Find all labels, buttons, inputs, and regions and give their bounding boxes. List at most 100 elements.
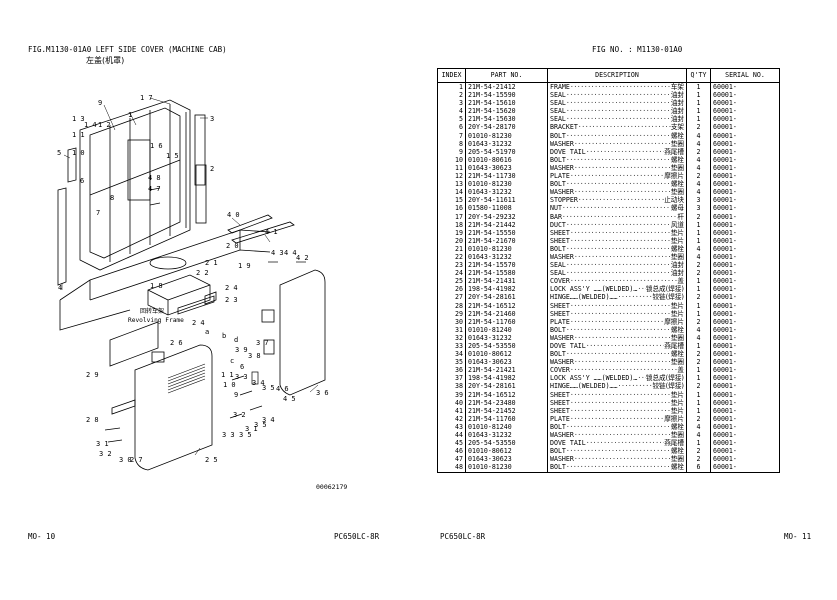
col-header-qty: Q'TY (686, 68, 711, 83)
cell-description: PLATE···································… (547, 414, 687, 423)
description-en: BOLT (550, 447, 566, 456)
leader-dots: ········································… (573, 188, 671, 197)
description-cn: 垫圈 (670, 188, 684, 197)
cell-part-no: 01643-30623 (465, 163, 548, 173)
col-header-part-no: PART NO. (465, 68, 548, 83)
cell-part-no: 21M-54-21431 (465, 277, 548, 286)
description-en: PLATE (550, 172, 570, 181)
callout-c: c (230, 357, 235, 365)
cell-index: 17 (437, 212, 466, 221)
cell-part-no: 21M-54-21460 (465, 309, 548, 318)
cell-index: 8 (437, 139, 466, 148)
description-en: SHEET (550, 398, 570, 407)
cell-part-no: 21M-54-21670 (465, 236, 548, 245)
cell-serial: 60001- (710, 325, 780, 334)
description-cn: 垫片 (670, 390, 684, 399)
description-cn: 垫片 (670, 406, 684, 415)
description-en: FRAME (550, 83, 570, 91)
seal-part (195, 164, 207, 224)
description-cn: 止动块 (664, 196, 684, 205)
cell-description: FRAME···································… (547, 82, 687, 92)
cell-qty: 2 (686, 358, 711, 367)
description-en: BAR (550, 212, 562, 221)
callout-33a: 3 3 (235, 373, 248, 381)
leader-dots: ········································… (565, 107, 671, 116)
leader-dots: ········································… (573, 333, 671, 342)
description-cn: 锁总成(焊接) (645, 285, 684, 294)
description-en: SEAL (550, 91, 566, 100)
cell-serial: 60001- (710, 180, 780, 189)
cell-serial: 60001- (710, 293, 780, 302)
cell-serial: 60001- (710, 301, 780, 310)
cell-description: SHEET···································… (547, 228, 687, 237)
cell-qty: 2 (686, 414, 711, 423)
cell-qty: 1 (686, 406, 711, 415)
description-en: DOVE TAIL (550, 342, 586, 350)
cell-index: 41 (437, 406, 466, 415)
cell-qty: 1 (686, 439, 711, 448)
cell-serial: 60001- (710, 366, 780, 375)
cell-serial: 60001- (710, 447, 780, 456)
cell-part-no: 01643-30623 (465, 455, 548, 464)
description-en: PLATE (550, 317, 570, 326)
cell-serial: 60001- (710, 107, 780, 116)
callout-4: 4 (58, 284, 63, 292)
cell-index: 46 (437, 447, 466, 456)
cell-qty: 1 (686, 398, 711, 407)
callout-22: 2 2 (196, 269, 209, 277)
cell-index: 16 (437, 204, 466, 213)
cell-serial: 60001- (710, 115, 780, 124)
description-cn: 摩擦片 (664, 317, 684, 326)
cell-qty: 4 (686, 131, 711, 140)
cell-serial: 60001- (710, 82, 780, 92)
cell-serial: 60001- (710, 390, 780, 399)
cell-qty: 2 (686, 293, 711, 302)
callout-20: 2 0 (226, 242, 239, 250)
cell-qty: 2 (686, 269, 711, 278)
cell-serial: 60001- (710, 155, 780, 164)
cell-qty: 2 (686, 212, 711, 221)
cell-part-no: 21M-54-15590 (465, 91, 548, 100)
description-en: DOVE TAIL (550, 147, 586, 156)
cell-index: 36 (437, 366, 466, 375)
description-en: SEAL (550, 269, 566, 278)
leader-dots: ········································… (577, 196, 665, 205)
cell-part-no: 20Y-54-11611 (465, 196, 548, 205)
leader-dots: ········································… (573, 139, 671, 148)
cell-description: LOCK ASS'Y ……(WELDED)…··················… (547, 285, 687, 294)
cell-qty: 1 (686, 285, 711, 294)
description-cn: 锁总成(焊接) (645, 374, 684, 383)
description-cn: 油封 (670, 107, 684, 116)
col-header-index: INDEX (437, 68, 466, 83)
description-en: WASHER (550, 358, 574, 367)
cell-serial: 60001- (710, 269, 780, 278)
description-en: SHEET (550, 301, 570, 310)
description-cn: 垫圈 (670, 163, 684, 172)
cell-part-no: 21M-54-16512 (465, 390, 548, 399)
cell-description: SEAL····································… (547, 261, 687, 270)
cell-qty: 4 (686, 163, 711, 173)
callout-24b: 2 4 (192, 319, 205, 327)
cell-qty: 3 (686, 196, 711, 205)
cell-description: STOPPER·································… (547, 196, 687, 205)
cell-serial: 60001- (710, 236, 780, 245)
cell-description: SHEET···································… (547, 236, 687, 245)
cell-qty: 2 (686, 382, 711, 391)
description-cn: 螺栓 (670, 155, 684, 164)
leader-dots: ········································… (565, 244, 671, 253)
description-cn: 燕尾槽 (664, 147, 684, 156)
cell-qty: 1 (686, 301, 711, 310)
callout-30: 3 0 (119, 456, 132, 464)
